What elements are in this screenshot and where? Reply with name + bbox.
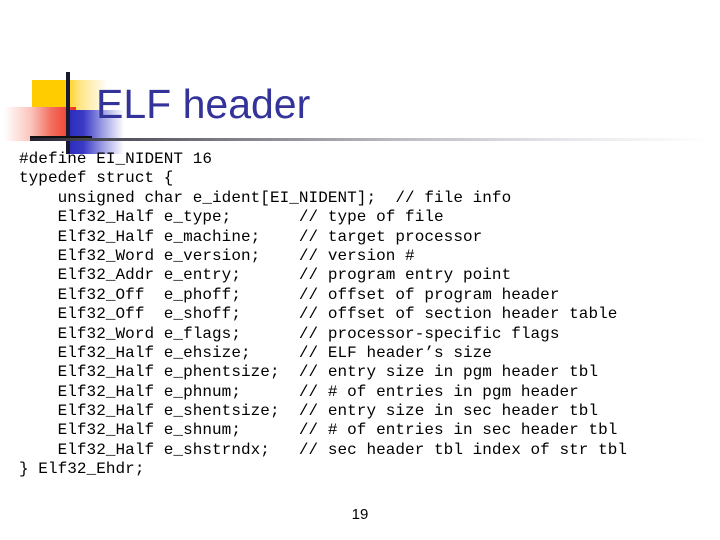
- blue-square-icon: [66, 110, 124, 154]
- code-line: Elf32_Half e_type; // type of file: [19, 208, 444, 227]
- code-line: Elf32_Word e_flags; // processor-specifi…: [19, 324, 560, 343]
- code-line: Elf32_Addr e_entry; // program entry poi…: [19, 266, 512, 285]
- red-square-icon: [4, 107, 76, 141]
- code-line: Elf32_Half e_phentsize; // entry size in…: [19, 363, 599, 382]
- vertical-rule-icon: [66, 72, 70, 154]
- code-line: Elf32_Half e_ehsize; // ELF header’s siz…: [19, 343, 492, 362]
- code-line: Elf32_Off e_phoff; // offset of program …: [19, 285, 560, 304]
- code-line: } Elf32_Ehdr;: [19, 460, 145, 479]
- code-line: Elf32_Word e_version; // version #: [19, 246, 415, 265]
- code-line: Elf32_Half e_shstrndx; // sec header tbl…: [19, 440, 628, 459]
- code-line: Elf32_Half e_shentsize; // entry size in…: [19, 402, 599, 421]
- code-line: typedef struct {: [19, 169, 174, 188]
- page-title: ELF header: [96, 81, 311, 127]
- title-divider: [30, 138, 710, 141]
- page-number: 19: [351, 506, 369, 523]
- code-line: Elf32_Half e_phnum; // # of entries in p…: [19, 382, 579, 401]
- code-line: Elf32_Half e_machine; // target processo…: [19, 227, 483, 246]
- code-line: unsigned char e_ident[EI_NIDENT]; // fil…: [19, 188, 512, 207]
- decorative-logo-cluster: [0, 68, 125, 154]
- code-line: Elf32_Off e_shoff; // offset of section …: [19, 305, 618, 324]
- code-line: #define EI_NIDENT 16: [19, 150, 213, 168]
- code-line: Elf32_Half e_shnum; // # of entries in s…: [19, 421, 618, 440]
